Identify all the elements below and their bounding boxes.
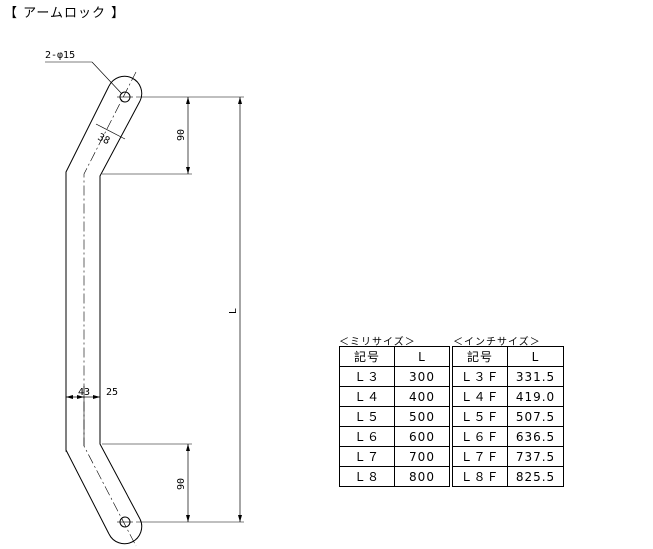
column-header-symbol: 記号 [452, 346, 508, 367]
cell-symbol: Ｌ６Ｆ [452, 426, 508, 447]
arrow-lower-90-top [186, 444, 190, 451]
cell-length: 331.5 [507, 366, 564, 387]
cell-length: 419.0 [507, 386, 564, 407]
dim-38-text: 38 [96, 132, 112, 147]
inch-table-caption: ＜インチサイズ＞ [453, 337, 541, 348]
dim-lower-90-text: 90 [176, 478, 187, 490]
dim-43-text: 43 [78, 387, 90, 398]
arrow-lower-90-bottom [186, 515, 190, 522]
arrow-total-top [238, 97, 242, 104]
cell-length: 636.5 [507, 426, 564, 447]
arrow-total-bottom [238, 515, 242, 522]
column-header-length: L [507, 346, 564, 367]
table-header-row: 記号 L [339, 346, 450, 367]
cell-symbol: Ｌ６ [339, 426, 395, 447]
cell-symbol: Ｌ５Ｆ [452, 406, 508, 427]
cell-length: 300 [394, 366, 450, 387]
arm-outer-edge [65, 85, 110, 535]
table-header-row: 記号 L [452, 346, 564, 367]
hole-label: 2-φ15 [45, 50, 75, 61]
cell-symbol: Ｌ５ [339, 406, 395, 427]
cell-length: 600 [394, 426, 450, 447]
cell-symbol: Ｌ３Ｆ [452, 366, 508, 387]
cell-symbol: Ｌ４Ｆ [452, 386, 508, 407]
arrow-upper-90-top [186, 97, 190, 104]
top-end-cap [108, 75, 143, 102]
arm-inner-edge [99, 100, 141, 520]
cell-symbol: Ｌ３ [339, 366, 395, 387]
cell-symbol: Ｌ７ [339, 446, 395, 467]
cell-symbol: Ｌ７Ｆ [452, 446, 508, 467]
page-title: 【 アームロック 】 [4, 6, 126, 21]
cell-length: 700 [394, 446, 450, 467]
cell-length: 800 [394, 466, 450, 487]
cell-symbol: Ｌ８Ｆ [452, 466, 508, 487]
cell-symbol: Ｌ４ [339, 386, 395, 407]
cell-length: 507.5 [507, 406, 564, 427]
bottom-end-cap [108, 518, 143, 545]
cell-length: 500 [394, 406, 450, 427]
arm-centerline [83, 71, 137, 547]
dim-upper-90-text: 90 [176, 129, 187, 141]
arrow-43-right [77, 395, 84, 399]
cell-length: 825.5 [507, 466, 564, 487]
dim-total-text: L [228, 308, 239, 314]
column-header-symbol: 記号 [339, 346, 395, 367]
dim-25-text: 25 [106, 387, 118, 398]
cell-length: 737.5 [507, 446, 564, 467]
column-header-length: L [394, 346, 450, 367]
hole-leader-arrow [91, 61, 123, 95]
arrow-43-left [66, 395, 73, 399]
arrow-25-right [93, 395, 100, 399]
mm-table-caption: ＜ミリサイズ＞ [339, 337, 416, 348]
dim-38-line [95, 123, 126, 140]
cell-symbol: Ｌ８ [339, 466, 395, 487]
arrow-upper-90-bottom [186, 167, 190, 174]
cell-length: 400 [394, 386, 450, 407]
